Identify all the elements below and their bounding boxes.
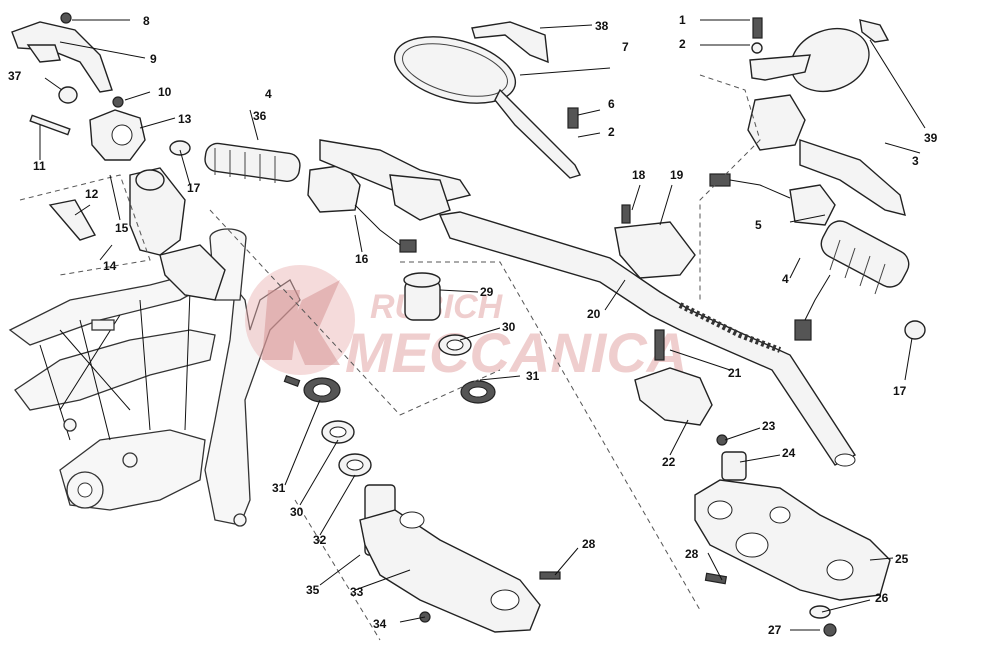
callout-4-right: 4 — [782, 272, 789, 286]
upper-middle-parts — [204, 21, 581, 253]
callout-36: 36 — [253, 109, 267, 123]
callout-5: 5 — [755, 218, 762, 232]
right-parts — [699, 17, 926, 341]
callout-37: 37 — [8, 69, 22, 83]
callout-11: 11 — [33, 159, 46, 173]
callout-17-left: 17 — [187, 181, 201, 195]
watermark: RUBICH MECCANICA — [245, 265, 687, 384]
callout-14: 14 — [103, 259, 117, 273]
callout-12: 12 — [85, 187, 99, 201]
callout-labels: 8 9 37 10 13 11 12 15 14 17 4 36 16 38 7… — [8, 13, 938, 637]
callout-32: 32 — [313, 533, 327, 547]
callout-3: 3 — [912, 154, 919, 168]
callout-4-left: 4 — [265, 87, 272, 101]
callout-30-lower: 30 — [290, 505, 304, 519]
callout-18: 18 — [632, 168, 646, 182]
clamp-parts — [614, 204, 747, 481]
callout-10: 10 — [158, 85, 172, 99]
top-yoke — [694, 479, 891, 637]
callout-1: 1 — [679, 13, 686, 27]
callout-25: 25 — [895, 552, 909, 566]
leader-lines — [39, 19, 926, 631]
stem-parts — [209, 209, 701, 641]
callout-38: 38 — [595, 19, 609, 33]
callout-24: 24 — [782, 446, 796, 460]
callout-21: 21 — [728, 366, 742, 380]
callout-30-upper: 30 — [502, 320, 516, 334]
callout-17-right: 17 — [893, 384, 907, 398]
callout-2-mid: 2 — [608, 125, 615, 139]
callout-7: 7 — [622, 40, 629, 54]
handlebar — [438, 211, 857, 467]
callout-26: 26 — [875, 591, 889, 605]
callout-23: 23 — [762, 419, 776, 433]
callout-27: 27 — [768, 623, 782, 637]
callout-20: 20 — [587, 307, 601, 321]
callout-6: 6 — [608, 97, 615, 111]
callout-31-left: 31 — [272, 481, 286, 495]
callout-22: 22 — [662, 455, 676, 469]
frame-drawing — [8, 228, 301, 527]
callout-28-right: 28 — [685, 547, 699, 561]
callout-29: 29 — [480, 285, 494, 299]
callout-34: 34 — [373, 617, 387, 631]
callout-33: 33 — [350, 585, 364, 599]
left-parts — [11, 12, 226, 301]
callout-35: 35 — [306, 583, 320, 597]
watermark-line2: MECCANICA — [345, 321, 687, 384]
callout-8: 8 — [143, 14, 150, 28]
callout-15: 15 — [115, 221, 129, 235]
callout-39: 39 — [924, 131, 938, 145]
callout-2-right: 2 — [679, 37, 686, 51]
callout-19: 19 — [670, 168, 684, 182]
callout-13: 13 — [178, 112, 192, 126]
callout-16: 16 — [355, 252, 369, 266]
callout-28-mid: 28 — [582, 537, 596, 551]
callout-9: 9 — [150, 52, 157, 66]
callout-31-right: 31 — [526, 369, 540, 383]
